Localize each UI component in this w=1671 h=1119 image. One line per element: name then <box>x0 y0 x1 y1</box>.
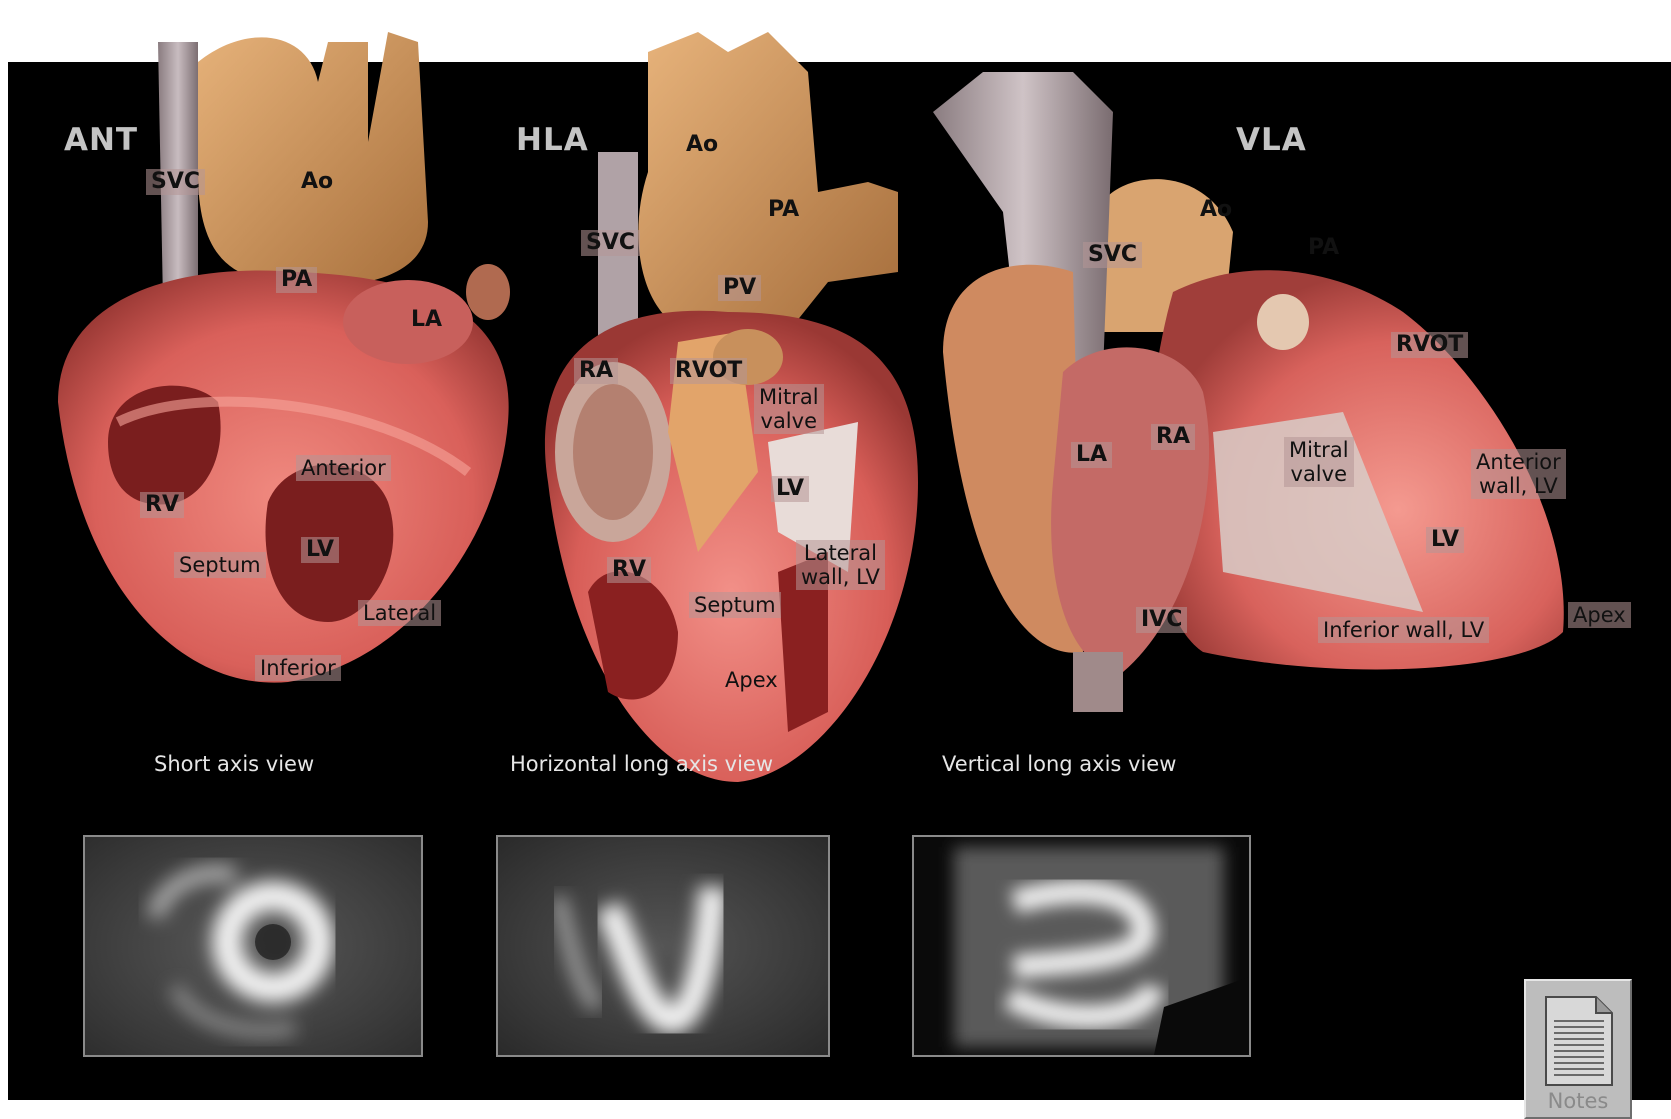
label-anterior: Anterior <box>296 455 391 481</box>
label-ao: Ao <box>296 169 338 195</box>
label-ivc: IVC <box>1136 607 1187 633</box>
label-svc: SVC <box>1083 242 1142 268</box>
image-stage: ANT SVC Ao PA LA Anterior RV LV Septum L… <box>8 62 1671 1100</box>
label-mitral-valve: Mitral valve <box>754 384 824 434</box>
label-rv: RV <box>140 492 184 518</box>
label-pa: PA <box>1303 235 1344 261</box>
vertical-long-axis-scan-image <box>912 835 1251 1057</box>
label-rv: RV <box>607 557 651 583</box>
label-septum: Septum <box>174 552 266 578</box>
label-ao: Ao <box>1195 197 1237 223</box>
label-rvot: RVOT <box>670 358 747 384</box>
label-lv: LV <box>1426 527 1464 553</box>
label-ra: RA <box>1151 424 1195 450</box>
label-la: LA <box>1071 442 1112 468</box>
label-anterior-wall: Anterior wall, LV <box>1471 449 1566 499</box>
label-pa: PA <box>276 267 317 293</box>
view-title-vla: VLA <box>1236 122 1307 158</box>
label-apex: Apex <box>720 667 783 693</box>
view-title-ant: ANT <box>64 122 138 158</box>
horizontal-long-axis-scan-image <box>496 835 830 1057</box>
document-icon <box>1544 995 1614 1087</box>
label-lateral-wall: Lateral wall, LV <box>796 540 885 590</box>
label-apex: Apex <box>1568 602 1631 628</box>
short-axis-scan-image <box>83 835 423 1057</box>
label-pa: PA <box>763 197 804 223</box>
caption-vertical-long-axis: Vertical long axis view <box>942 752 1176 776</box>
notes-label: Notes <box>1526 1089 1630 1113</box>
view-title-hla: HLA <box>516 122 589 158</box>
label-lv: LV <box>301 537 339 563</box>
notes-button[interactable]: Notes <box>1524 979 1632 1119</box>
label-mitral-valve: Mitral valve <box>1284 437 1354 487</box>
label-la: LA <box>406 307 447 333</box>
label-rvot: RVOT <box>1391 332 1468 358</box>
label-lateral: Lateral <box>358 600 441 626</box>
label-svc: SVC <box>581 230 640 256</box>
label-ra: RA <box>574 358 618 384</box>
label-pv: PV <box>718 275 761 301</box>
label-ao: Ao <box>681 132 723 158</box>
caption-horizontal-long-axis: Horizontal long axis view <box>510 752 773 776</box>
label-inferior-wall: Inferior wall, LV <box>1318 617 1489 643</box>
caption-short-axis: Short axis view <box>154 752 314 776</box>
label-svc: SVC <box>146 169 205 195</box>
label-inferior: Inferior <box>255 655 341 681</box>
vla-heart-illustration <box>923 12 1583 712</box>
label-lv: LV <box>771 476 809 502</box>
label-septum: Septum <box>689 592 781 618</box>
